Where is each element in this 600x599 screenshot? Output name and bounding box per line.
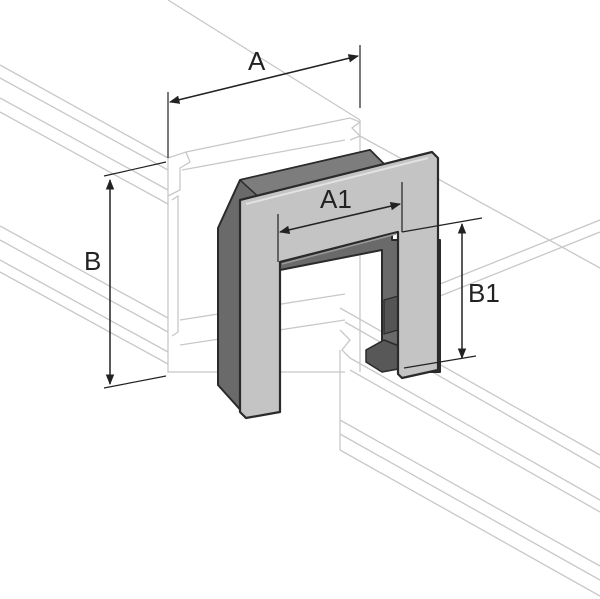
dimension-a1-label: A1 [320, 184, 352, 214]
dimension-b-label: B [84, 246, 101, 276]
dimension-b1: B1 [401, 217, 500, 369]
dimension-a-line [168, 54, 360, 104]
near-trunking-duct [339, 219, 600, 597]
end-cap-clip [383, 295, 399, 335]
dimension-b1-label: B1 [468, 278, 500, 308]
dimension-a1: A1 [277, 182, 403, 262]
end-cap-inner-edge [281, 233, 397, 265]
dimension-a: A [167, 45, 361, 158]
dimension-a1-line [278, 202, 402, 234]
end-cap-front-highlight [245, 157, 429, 205]
dimension-b: B [84, 161, 167, 389]
dimension-a-label: A [248, 46, 266, 76]
